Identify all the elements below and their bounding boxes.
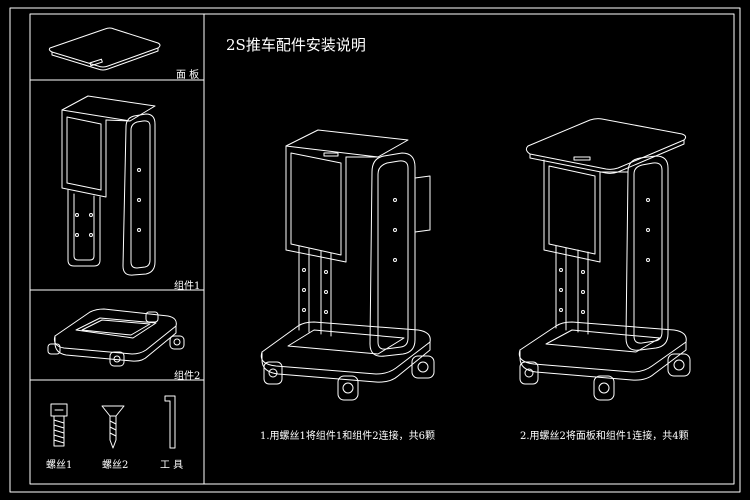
- assembly1-label: 组件1: [174, 281, 201, 292]
- page-title: 2S推车配件安装说明: [226, 36, 366, 54]
- screw2-drawing: [101, 405, 125, 449]
- assembly1-part-drawing: [61, 95, 156, 276]
- panel-part-drawing: [48, 27, 161, 71]
- assembly2-label: 组件2: [174, 371, 201, 382]
- step1-instruction: 1.用螺丝1将组件1和组件2连接，共6颗: [260, 431, 435, 442]
- inner-frame: [29, 13, 735, 485]
- tool-label: 工 具: [160, 460, 184, 471]
- assembly2-part-drawing: [47, 308, 185, 367]
- step1-wheels: [263, 355, 435, 401]
- panel-label: 面 板: [176, 70, 200, 81]
- step2-instruction: 2.用螺丝2将面板和组件1连接，共4颗: [520, 431, 689, 442]
- base-wheels: [47, 311, 185, 367]
- tool-drawing: [164, 395, 176, 449]
- screw2-label: 螺丝2: [102, 460, 129, 471]
- screw1-drawing: [50, 403, 68, 447]
- step2-assembled-cart-drawing: [518, 118, 691, 401]
- outer-frame: [9, 7, 741, 493]
- step2-wheels: [519, 353, 691, 401]
- screw1-label: 螺丝1: [46, 460, 73, 471]
- step1-assembled-cart-drawing: [260, 129, 435, 401]
